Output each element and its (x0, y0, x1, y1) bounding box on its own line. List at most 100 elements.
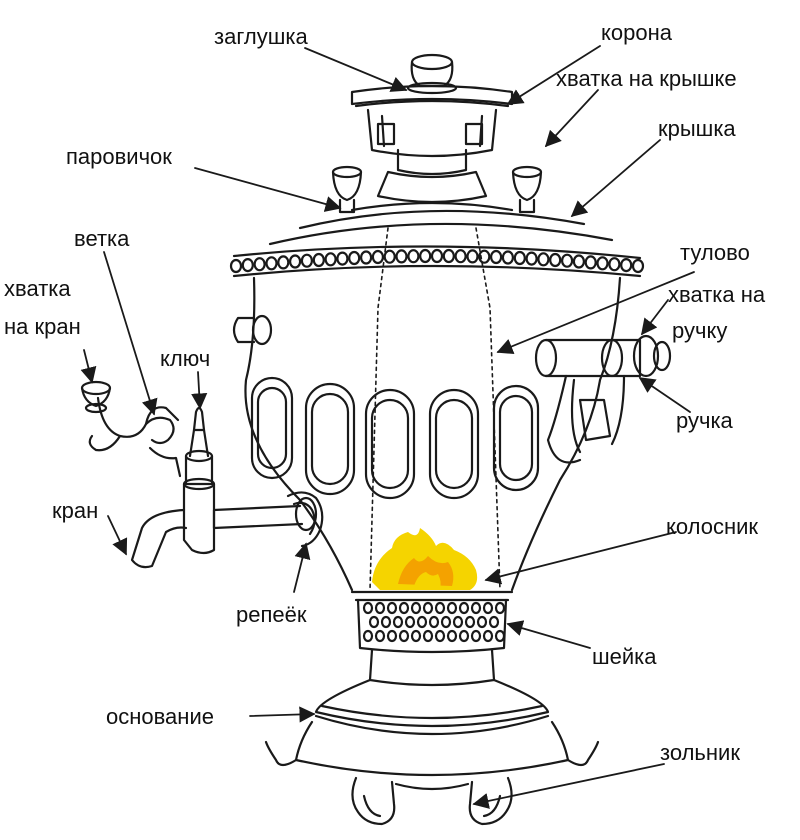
rim-bead (620, 258, 633, 273)
rim-bead (454, 249, 467, 264)
rim-bead (537, 252, 550, 267)
neck-hole (446, 629, 458, 643)
rim-bead (312, 252, 325, 268)
rim-bead (360, 250, 373, 265)
neck-hole (410, 601, 422, 615)
neck-hole (470, 601, 482, 615)
neck-hole (398, 629, 410, 643)
body-panels (250, 376, 540, 500)
rim-bead (265, 256, 278, 271)
neck-hole (482, 629, 494, 643)
rim-bead (324, 252, 337, 267)
neck-hole (410, 629, 422, 643)
tap-branch (80, 380, 182, 478)
pointer-zolnik (472, 763, 665, 809)
neck-hole (428, 615, 440, 629)
label-ruchka: ручка (676, 408, 733, 433)
neck-hole (422, 601, 434, 615)
rim-bead (241, 258, 254, 273)
label-khvatka-na-kran-line1: хватка (4, 276, 71, 301)
pointer-kryshka (570, 139, 661, 218)
label-kran: кран (52, 498, 99, 523)
label-khvatka-na-kran-line2: на кран (4, 314, 81, 339)
rim-bead (572, 254, 586, 269)
rim-bead (300, 253, 313, 268)
label-kryshka: крышка (658, 116, 736, 141)
pointer-korona (506, 45, 601, 105)
rim-bead (383, 249, 396, 264)
rim-bead (371, 249, 384, 265)
pointer-kolosnik (484, 531, 677, 585)
neck-hole (440, 615, 452, 629)
neck-hole (374, 629, 386, 643)
label-tulovo: тулово (680, 240, 750, 265)
pointer-sheyka (506, 620, 591, 649)
neck-hole (494, 601, 506, 615)
pointer-khvatka-kran (80, 349, 97, 384)
crown (350, 84, 514, 176)
rim-bead (596, 256, 609, 271)
label-korona: корона (601, 20, 672, 45)
rim-bead (336, 251, 349, 266)
label-sheyka: шейка (592, 644, 657, 669)
flame (372, 528, 478, 590)
neck-hole (452, 615, 464, 629)
label-repeyok: репеёк (236, 602, 307, 627)
rim-bead (608, 257, 621, 272)
pointer-osnovanie (249, 706, 316, 723)
neck-hole (368, 615, 380, 629)
rim-bead (584, 255, 597, 270)
right-handle (534, 334, 672, 464)
neck-hole (404, 615, 416, 629)
neck-hole (464, 615, 476, 629)
lid (268, 170, 614, 246)
label-khvatka-na-ruchku-line1: хватка на (668, 282, 766, 307)
label-zolnik: зольник (660, 740, 740, 765)
pointer-khvatka-ruchka (641, 299, 669, 336)
rim-bead (525, 251, 538, 266)
neck-hole (446, 601, 458, 615)
repeyok-ornament (286, 491, 324, 548)
label-zaglushka: заглушка (214, 24, 308, 49)
pointer-ruchka (638, 377, 691, 413)
label-vetka: ветка (74, 226, 130, 251)
rim-bead (277, 255, 290, 270)
rim-bead (289, 254, 302, 269)
neck-hole (392, 615, 404, 629)
rim-bead (253, 257, 266, 272)
steam-vent-right (511, 165, 543, 214)
pointer-khvatka-kryshka (544, 89, 599, 148)
neck-hole (374, 601, 386, 615)
pointer-repeyok (293, 542, 311, 593)
rim-bead (229, 258, 243, 274)
neck-hole (434, 629, 446, 643)
tap (130, 406, 318, 569)
base-legs (264, 740, 600, 826)
pointer-kran (107, 515, 128, 556)
neck-hole (458, 629, 470, 643)
label-kolosnik: колосник (666, 514, 759, 539)
pointer-tulovo (496, 271, 695, 354)
label-klyuch: ключ (160, 346, 211, 371)
neck-hole (422, 629, 434, 643)
rim-bead (490, 249, 503, 265)
neck (350, 590, 514, 654)
neck-hole (386, 601, 398, 615)
rim-bead (348, 250, 361, 266)
rim-bead (501, 250, 514, 265)
body (244, 227, 622, 592)
neck-hole (416, 615, 428, 629)
neck-hole (476, 615, 488, 629)
label-khvatka-na-ruchku-line2: ручку (672, 318, 728, 343)
rim-bead (430, 248, 444, 264)
pointer-vetka (103, 251, 158, 416)
pointer-parovichok (194, 167, 342, 212)
neck-hole (494, 629, 506, 643)
pointer-zaglushka (304, 47, 408, 92)
rim-bead (560, 253, 574, 268)
pointer-lines (80, 45, 695, 809)
neck-hole (434, 601, 446, 615)
beaded-rim (232, 245, 642, 278)
